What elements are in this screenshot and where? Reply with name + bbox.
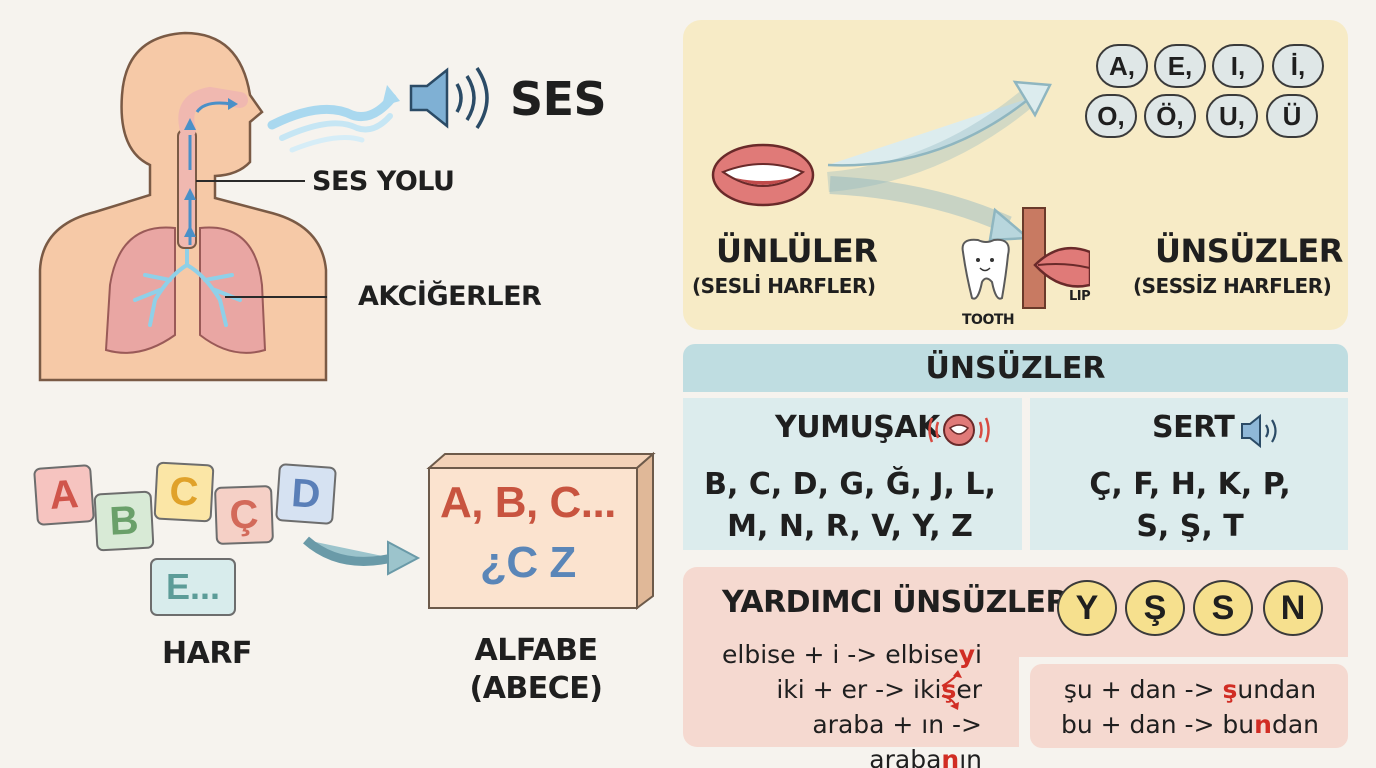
open-mouth-icon	[711, 143, 815, 207]
air-flow-arrows	[267, 85, 400, 153]
hard-title: SERT	[1152, 410, 1235, 445]
letter-tile-c: C	[153, 461, 215, 523]
alphabet-box	[426, 451, 656, 610]
right-lung	[199, 226, 267, 354]
letter-tile-d: D	[275, 463, 337, 525]
soft-consonants-list: B, C, D, G, Ğ, J, L, M, N, R, V, Y, Z	[704, 467, 996, 544]
helper-panel-left	[683, 655, 1019, 747]
unsuzler-subtitle: (SESSİZ HARFLER)	[1133, 274, 1332, 298]
example-araba: araba + ın -> arabanın	[812, 710, 982, 768]
red-curl-arrows	[941, 670, 962, 710]
soft-title: YUMUŞAK	[775, 410, 940, 445]
speaker-small-icon	[1241, 413, 1277, 449]
tooth-label: TOOTH	[962, 312, 1015, 328]
voiced-mouth-icon	[928, 414, 990, 446]
helper-examples-left: elbise + i -> elbiseyi iki + er -> ikişe…	[700, 637, 982, 768]
alphabet-box-line2: ¿C Z	[480, 538, 576, 587]
vowel-a: A,	[1096, 44, 1148, 88]
alfabe-label: ALFABE (ABECE)	[469, 633, 603, 706]
unluler-title: ÜNLÜLER	[716, 232, 878, 270]
consonants-header: ÜNSÜZLER	[683, 344, 1348, 392]
vowel-i-dotted: İ,	[1272, 44, 1324, 88]
helper-examples-right: şu + dan -> şundan bu + dan -> bundan	[1040, 672, 1340, 742]
example-bu: bu + dan -> bundan	[1060, 710, 1320, 739]
letter-tile-a: A	[33, 464, 95, 526]
example-su: şu + dan -> şundan	[1063, 675, 1317, 704]
vowel-o: O,	[1085, 94, 1137, 138]
letter-tile-e: E...	[150, 558, 236, 616]
left-lung	[104, 226, 176, 354]
helper-title: YARDIMCI ÜNSÜZLER	[722, 585, 1069, 620]
closed-lips-icon	[1033, 246, 1090, 288]
alphabet-box-line1: A, B, C...	[440, 478, 616, 527]
example-elbise: elbise + i -> elbiseyi	[722, 640, 982, 669]
unluler-subtitle: (SESLİ HARFLER)	[692, 274, 876, 298]
akcigerler-label: AKCİĞERLER	[358, 281, 542, 312]
speaker-icon	[409, 67, 489, 129]
helper-letter-s-cedilla: Ş	[1125, 580, 1185, 636]
letter-tile-c-cedilla: Ç	[214, 485, 274, 545]
vowel-e: E,	[1154, 44, 1206, 88]
hard-consonants-box	[1030, 398, 1348, 550]
helper-letter-n: N	[1263, 580, 1323, 636]
body-illustration	[38, 31, 328, 382]
ses-title: SES	[510, 72, 607, 126]
hard-consonants-list: Ç, F, H, K, P, S, Ş, T	[1089, 467, 1291, 544]
vowel-o-umlaut: Ö,	[1144, 94, 1196, 138]
helper-letter-s: S	[1193, 580, 1253, 636]
harf-label: HARF	[162, 636, 252, 671]
example-iki: iki + er -> ikişer	[776, 675, 982, 704]
split-arrows	[711, 80, 1090, 309]
ses-yolu-label: SES YOLU	[312, 166, 455, 197]
vowel-u-umlaut: Ü	[1266, 94, 1318, 138]
tooth-icon	[961, 238, 1010, 300]
helper-letter-y: Y	[1057, 580, 1117, 636]
unsuzler-title: ÜNSÜZLER	[1155, 232, 1343, 270]
tiles-to-alphabet-arrow	[303, 536, 421, 576]
helper-panel-right	[1030, 664, 1348, 748]
vowel-i-dotless: I,	[1212, 44, 1264, 88]
lip-label: LIP	[1069, 289, 1091, 304]
trachea	[177, 129, 197, 249]
letter-tile-b: B	[93, 490, 155, 552]
vowel-u: U,	[1206, 94, 1258, 138]
